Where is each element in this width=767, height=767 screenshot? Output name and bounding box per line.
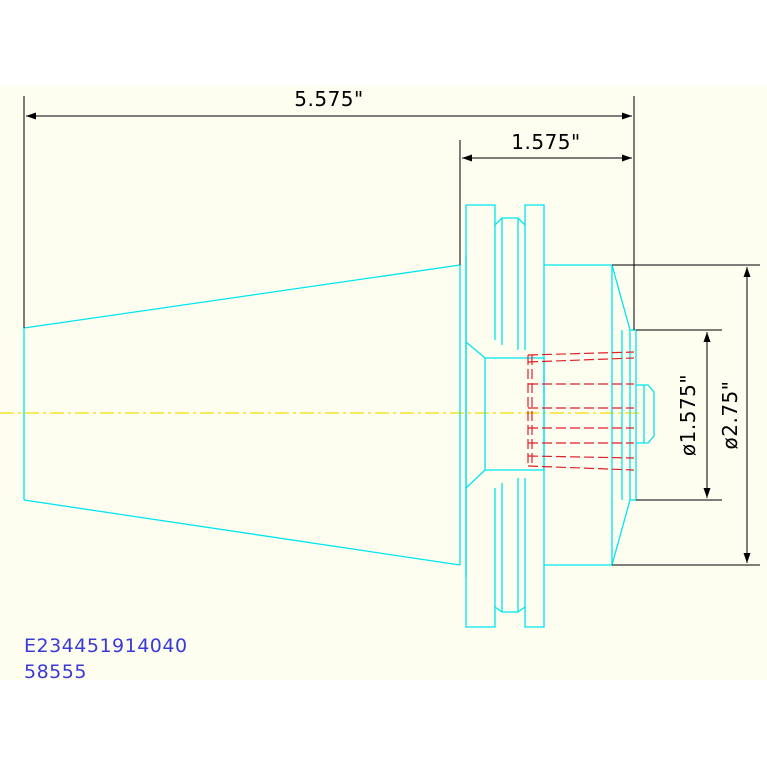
dimension-inner-diameter [636,329,722,501]
taper-bottom-edge [23,499,461,566]
hidden-thread-lines [527,351,635,471]
drawing-background [0,85,767,680]
nose-body [544,264,655,566]
dimension-flange-length [459,140,632,265]
dimension-outer-diameter [612,264,760,566]
outer-diameter-label: ø2.75" [718,381,742,450]
flange-length-label: 1.575" [511,130,580,154]
dimension-overall-length [23,96,635,330]
overall-length-label: 5.575" [294,87,363,111]
taper-top-edge [23,264,461,329]
part-id: 58555 [24,661,87,683]
part-number: E234451914040 [24,635,188,657]
flange [465,204,545,628]
inner-diameter-label: ø1.575" [676,374,700,456]
tool-holder-outline [23,204,655,628]
